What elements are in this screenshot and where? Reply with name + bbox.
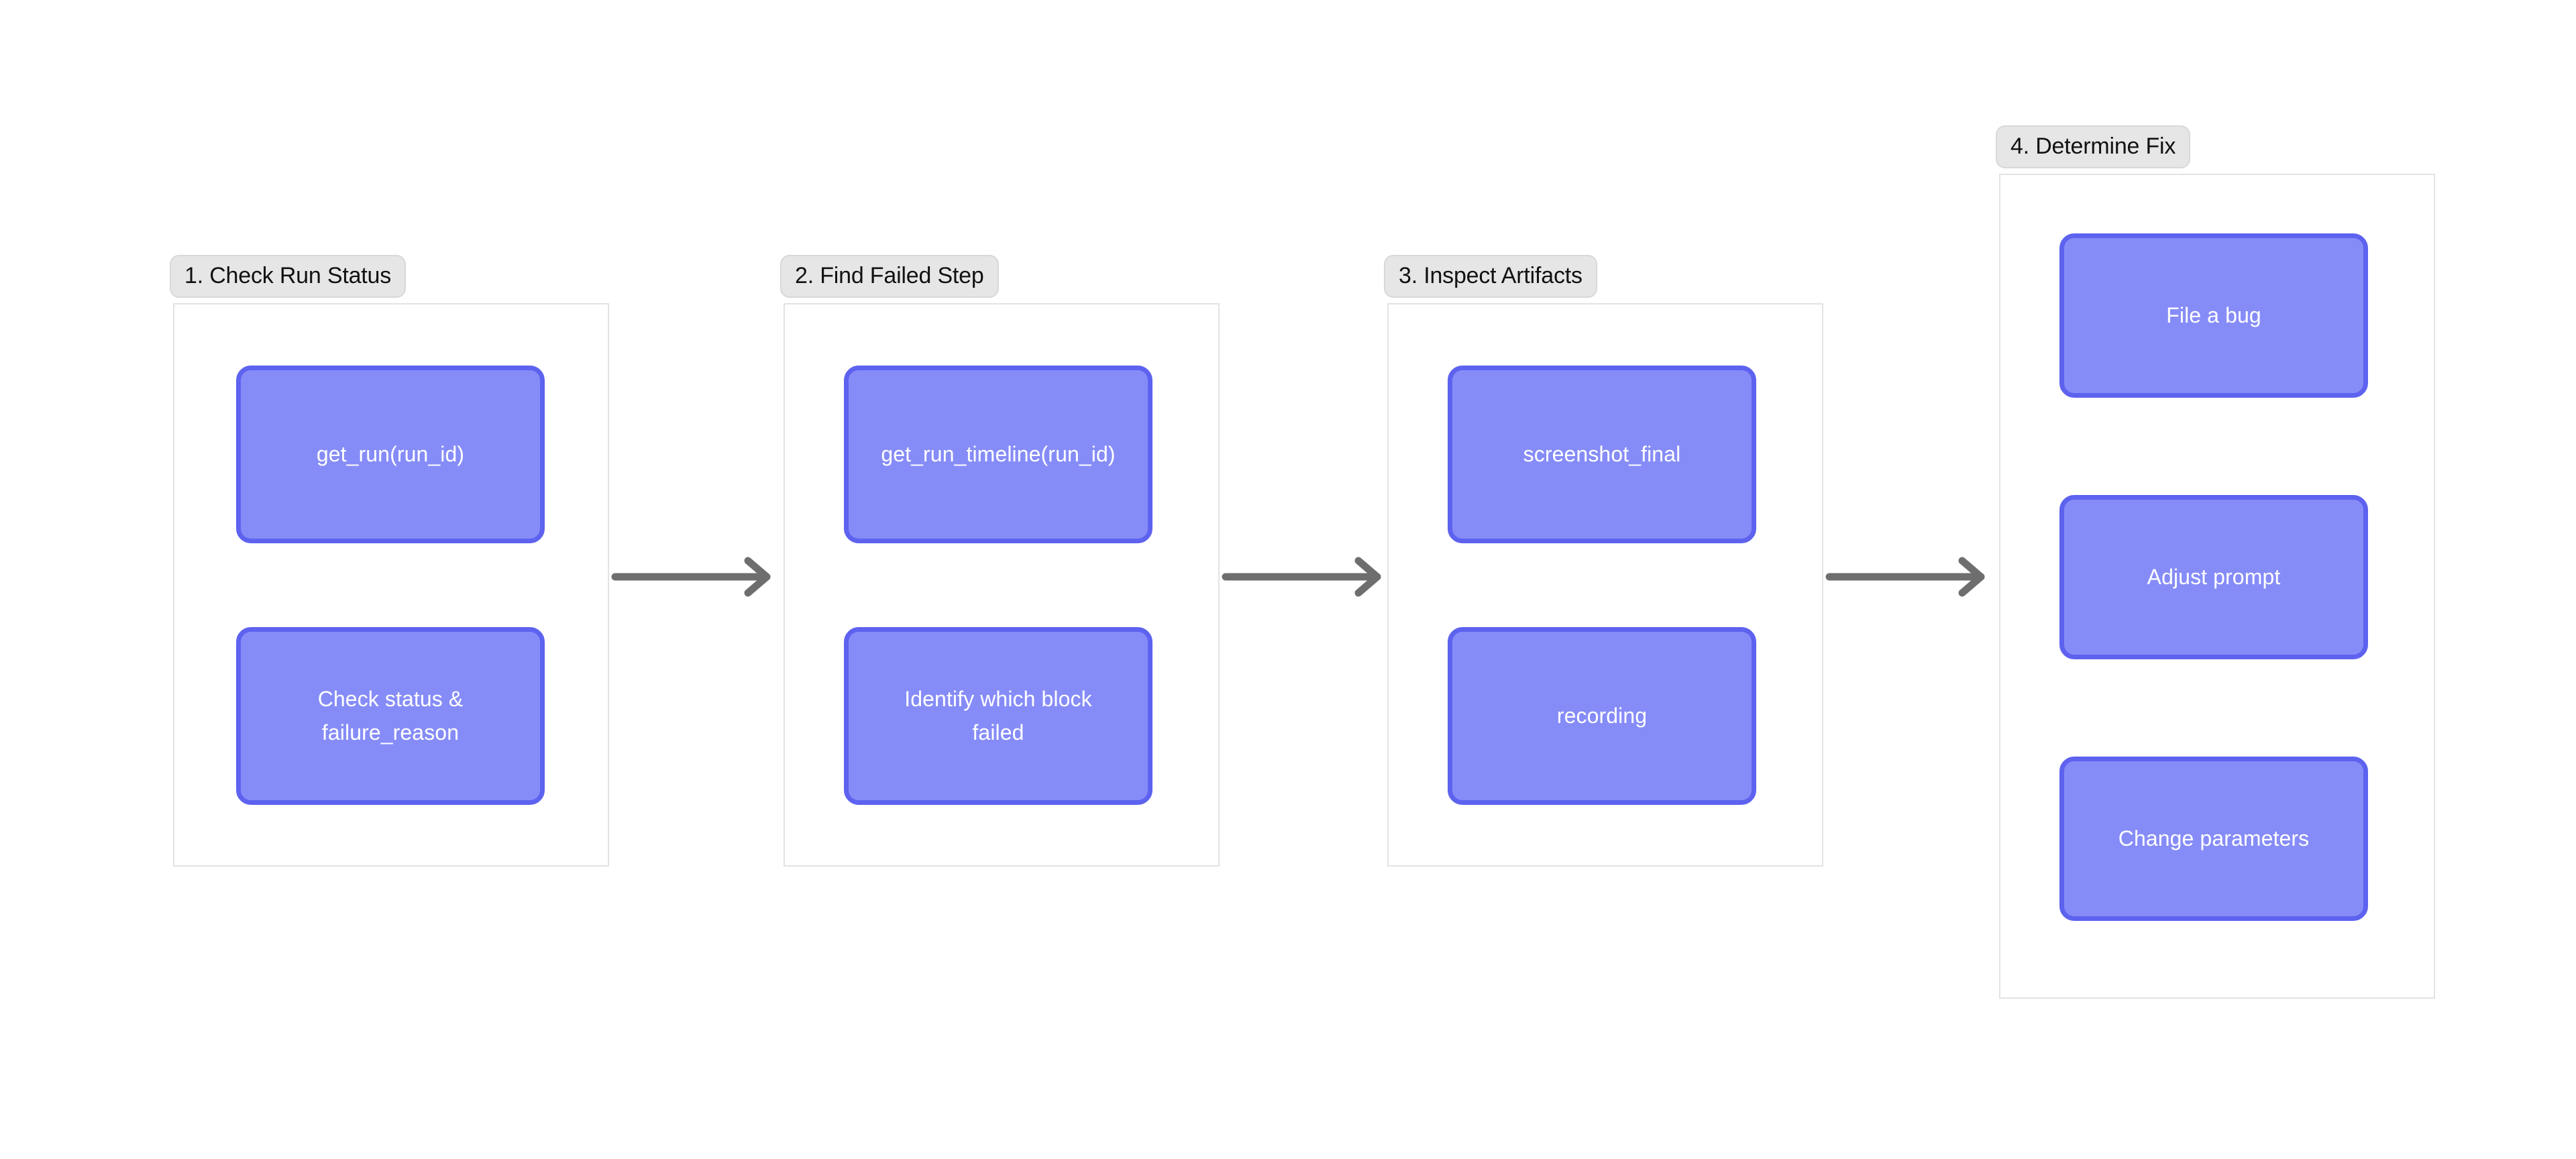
node-label: recording (1556, 703, 1648, 728)
node-label: Change parameters (2118, 826, 2310, 850)
node-screenshot-final[interactable]: screenshot_final (1448, 366, 1756, 543)
node-change-parameters[interactable]: Change parameters (2059, 757, 2368, 921)
cluster-label-check-run-status: 1. Check Run Status (170, 255, 407, 298)
node-recording[interactable]: recording (1448, 627, 1756, 805)
node-label: screenshot_final (1523, 441, 1681, 466)
node-get-run[interactable]: get_run(run_id) (236, 366, 545, 543)
node-label: File a bug (2166, 302, 2261, 327)
node-file-a-bug[interactable]: File a bug (2059, 233, 2368, 398)
node-get-run-timeline[interactable]: get_run_timeline(run_id) (844, 366, 1152, 543)
edge-inspect-artifacts-to-determine-fix (1825, 557, 1985, 597)
edge-check-run-status-to-find-failed-step (611, 557, 771, 597)
node-label: get_run(run_id) (316, 441, 465, 466)
node-identify-which-block-failed[interactable]: Identify which block failed (844, 627, 1152, 805)
node-adjust-prompt[interactable]: Adjust prompt (2059, 495, 2368, 659)
node-label: Identify which block failed (904, 686, 1092, 744)
node-check-status-failure-reason[interactable]: Check status & failure_reason (236, 627, 545, 805)
cluster-label-determine-fix: 4. Determine Fix (1996, 125, 2191, 168)
node-label: get_run_timeline(run_id) (881, 441, 1116, 466)
cluster-label-inspect-artifacts: 3. Inspect Artifacts (1384, 255, 1597, 298)
node-label: Check status & failure_reason (317, 686, 464, 744)
edge-find-failed-step-to-inspect-artifacts (1222, 557, 1381, 597)
node-label: Adjust prompt (2147, 564, 2281, 589)
cluster-label-find-failed-step: 2. Find Failed Step (780, 255, 999, 298)
